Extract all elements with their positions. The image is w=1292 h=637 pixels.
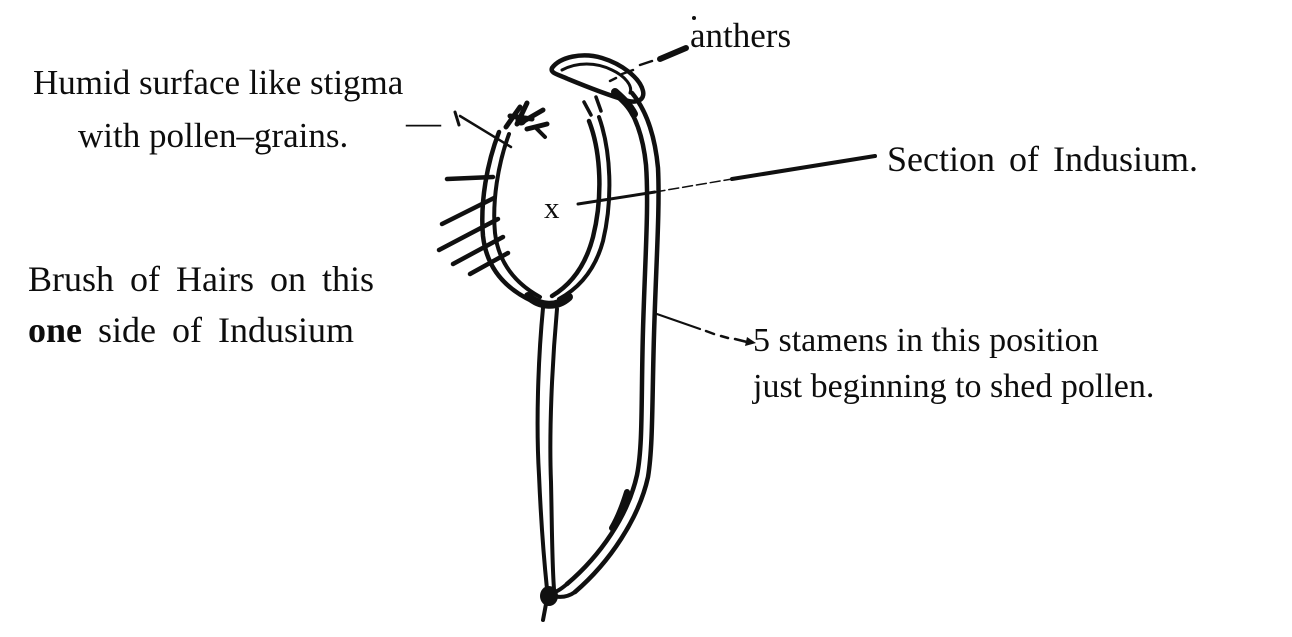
leader-line-humid-surface <box>453 110 513 149</box>
label-brush-line2-rest: side of Indusium <box>82 310 354 350</box>
leader-line-section-indusium <box>576 154 877 206</box>
leader-line-anthers <box>608 16 696 83</box>
label-humid-surface: Humid surface like stigma with pollen–gr… <box>33 56 403 162</box>
label-brush-of-hairs-line1: Brush of Hairs on this <box>28 259 374 299</box>
label-humid-surface-line1: Humid surface like stigma <box>33 63 404 102</box>
indusium-cup-right-arm <box>549 95 612 301</box>
label-section-of-indusium: Section of Indusium. <box>887 139 1198 179</box>
stigma-brush-tip <box>503 100 550 139</box>
x-marker: x <box>544 190 560 225</box>
label-stamens: 5 stamens in this position just beginnin… <box>753 318 1154 410</box>
label-stamens-line2: just beginning to shed pollen. <box>753 368 1155 405</box>
label-stamens-line1: 5 stamens in this position <box>753 322 1099 359</box>
indusium-cup-left-arm <box>480 129 542 304</box>
humid-surface-leader-dash: — <box>406 103 441 142</box>
stamen-filament <box>548 90 661 599</box>
label-brush-bold-word: one <box>28 310 82 350</box>
label-anthers: anthers <box>690 16 792 55</box>
label-humid-surface-line2: with pollen–grains. <box>78 116 349 155</box>
label-brush-of-hairs-line2: one side of Indusium <box>28 305 374 356</box>
brush-of-hairs <box>436 174 511 277</box>
label-brush-of-hairs: Brush of Hairs on this one side of Indus… <box>28 254 374 356</box>
indusium-stalk <box>524 292 573 622</box>
leader-line-stamens <box>652 311 756 346</box>
